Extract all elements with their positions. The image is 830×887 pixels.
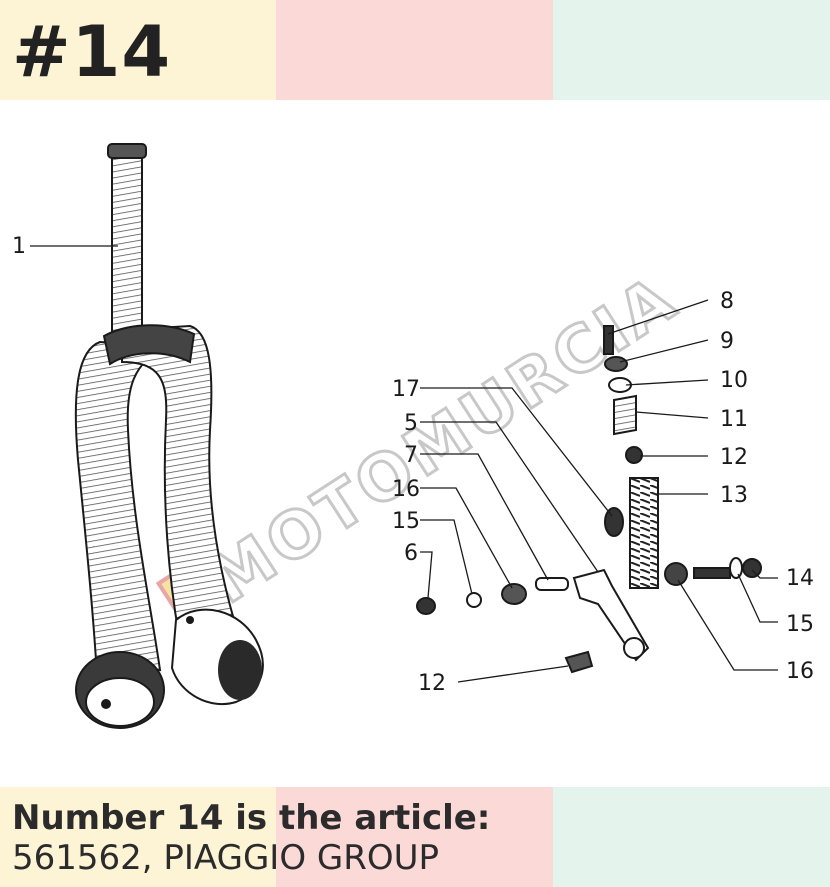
washer-9 — [604, 356, 628, 372]
band-segment-pink — [276, 0, 553, 100]
spring-13 — [629, 477, 659, 589]
leader-11 — [635, 411, 709, 419]
leader-16-right — [677, 579, 778, 671]
bushing-11 — [613, 394, 637, 436]
fork-foot-left-plate — [85, 677, 155, 727]
band-segment-yellow — [0, 0, 276, 100]
bolt-14-head — [742, 558, 762, 578]
band-segment-yellow — [0, 787, 276, 887]
band-segment-green — [553, 787, 830, 887]
leader-10 — [625, 379, 709, 386]
callout-labels: 1 8 9 10 11 12 13 14 15 16 17 5 7 16 15 … — [12, 234, 814, 696]
leader-5 — [420, 421, 599, 573]
callout-10: 10 — [720, 368, 748, 393]
watermark: MOTOMURCIA — [155, 260, 692, 630]
leader-9 — [619, 339, 709, 363]
pin-7 — [535, 577, 569, 591]
steering-tube — [111, 147, 143, 339]
callout-12-top: 12 — [720, 445, 748, 470]
callout-8: 8 — [720, 289, 734, 314]
leader-7 — [420, 453, 549, 581]
leader-16-left — [420, 487, 513, 589]
bolt-14 — [693, 567, 731, 579]
caption-article: 561562, PIAGGIO GROUP — [12, 838, 440, 878]
nut-16-right — [664, 562, 688, 586]
fork-crown — [102, 324, 196, 366]
callout-5: 5 — [404, 411, 418, 436]
small-parts-drawing — [416, 325, 762, 674]
fork-leg-left — [74, 340, 169, 672]
damper-eye — [623, 637, 645, 659]
band-segment-pink — [276, 787, 553, 887]
nut-6 — [416, 597, 436, 615]
callout-7: 7 — [404, 443, 418, 468]
clip-12-bottom — [564, 650, 594, 674]
washer-15-left — [466, 592, 482, 608]
fork-foot-left-hole — [101, 699, 111, 709]
leader-15-left — [420, 519, 473, 595]
band-segment-green — [553, 0, 830, 100]
fork-foot-right-cap — [218, 640, 262, 700]
callout-16-left: 16 — [392, 477, 420, 502]
callout-1: 1 — [12, 234, 26, 259]
bumper-17 — [604, 507, 624, 537]
front-fork-drawing — [74, 143, 264, 729]
callout-14: 14 — [786, 566, 814, 591]
nut-16-left — [501, 583, 527, 605]
header-band — [0, 0, 830, 100]
callout-12-bottom: 12 — [418, 671, 446, 696]
callout-13: 13 — [720, 483, 748, 508]
leader-6 — [420, 551, 433, 599]
watermark-text: MOTOMURCIA — [196, 261, 690, 618]
nut-12-top — [625, 446, 643, 464]
caption-title: Number 14 is the article: — [12, 798, 491, 838]
steering-tube-cap — [107, 143, 147, 159]
leader-17 — [420, 387, 613, 517]
callout-11: 11 — [720, 407, 748, 432]
fork-foot-right-hole — [186, 616, 194, 624]
callout-16-right: 16 — [786, 659, 814, 684]
part-number-heading: #14 — [12, 11, 172, 93]
callout-17: 17 — [392, 377, 420, 402]
callout-9: 9 — [720, 329, 734, 354]
callout-6: 6 — [404, 541, 418, 566]
screw-8 — [603, 325, 614, 355]
callout-15-left: 15 — [392, 509, 420, 534]
exploded-parts-diagram: MOTOMURCIA — [12, 143, 814, 729]
callout-15-right: 15 — [786, 612, 814, 637]
leader-12-bottom — [457, 665, 569, 683]
leader-14 — [751, 569, 778, 579]
footer-band — [0, 787, 830, 887]
washer-15-right — [729, 557, 743, 579]
leader-15-right — [737, 573, 778, 623]
leader-lines — [30, 245, 778, 683]
leader-8 — [607, 299, 709, 335]
